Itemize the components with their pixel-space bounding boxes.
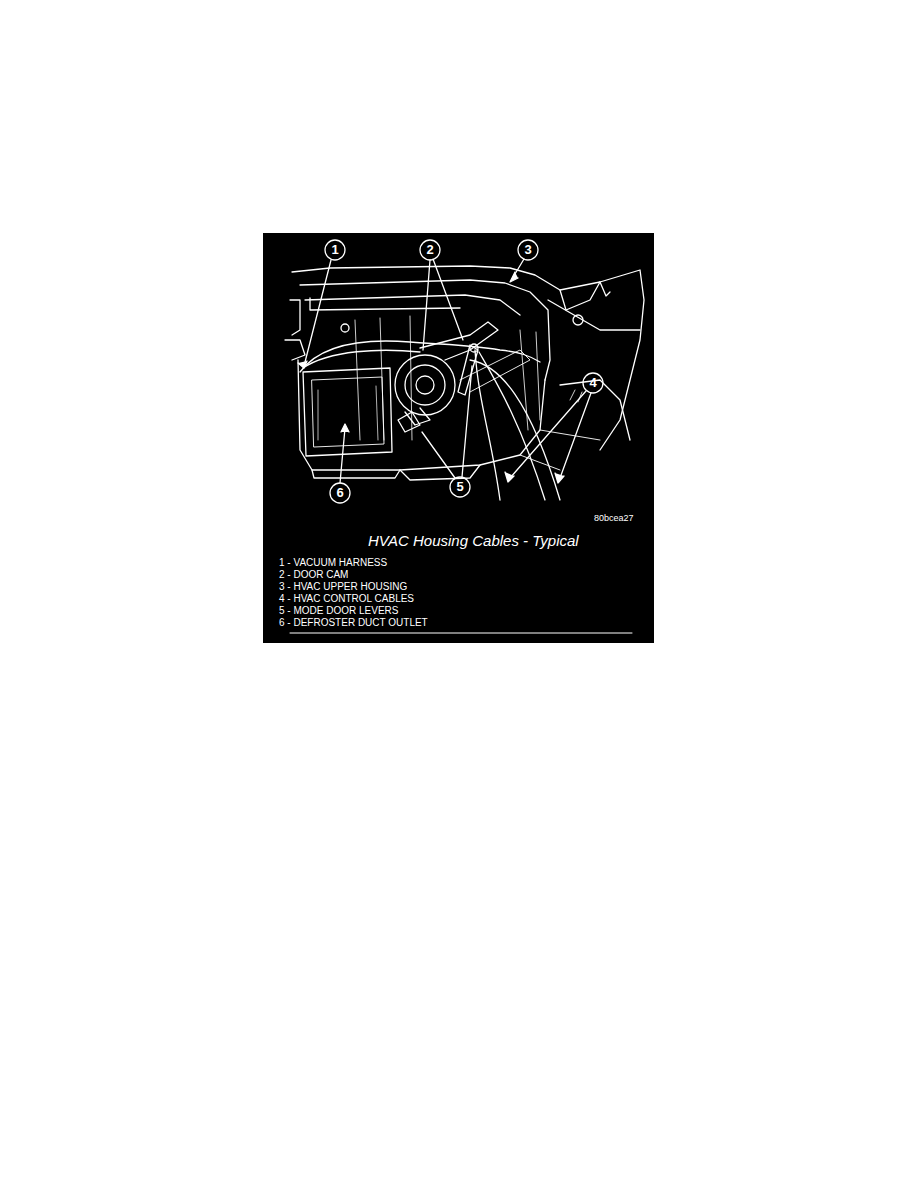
- callout-number: 5: [450, 479, 470, 495]
- part-legend-line: 6 - DEFROSTER DUCT OUTLET: [279, 617, 428, 629]
- callout-number: 3: [518, 242, 538, 258]
- part-legend-line: 3 - HVAC UPPER HOUSING: [279, 581, 407, 593]
- part-legend-line: 4 - HVAC CONTROL CABLES: [279, 593, 414, 605]
- callout-number: 1: [325, 242, 345, 258]
- callout-number: 4: [583, 375, 603, 391]
- part-legend-line: 5 - MODE DOOR LEVERS: [279, 605, 398, 617]
- figure-code: 80bcea27: [594, 513, 634, 524]
- callout-number: 2: [420, 242, 440, 258]
- part-legend-line: 2 - DOOR CAM: [279, 569, 348, 581]
- figure-title: HVAC Housing Cables - Typical: [368, 532, 579, 550]
- part-legend-line: 1 - VACUUM HARNESS: [279, 557, 387, 569]
- callout-number: 6: [330, 485, 350, 501]
